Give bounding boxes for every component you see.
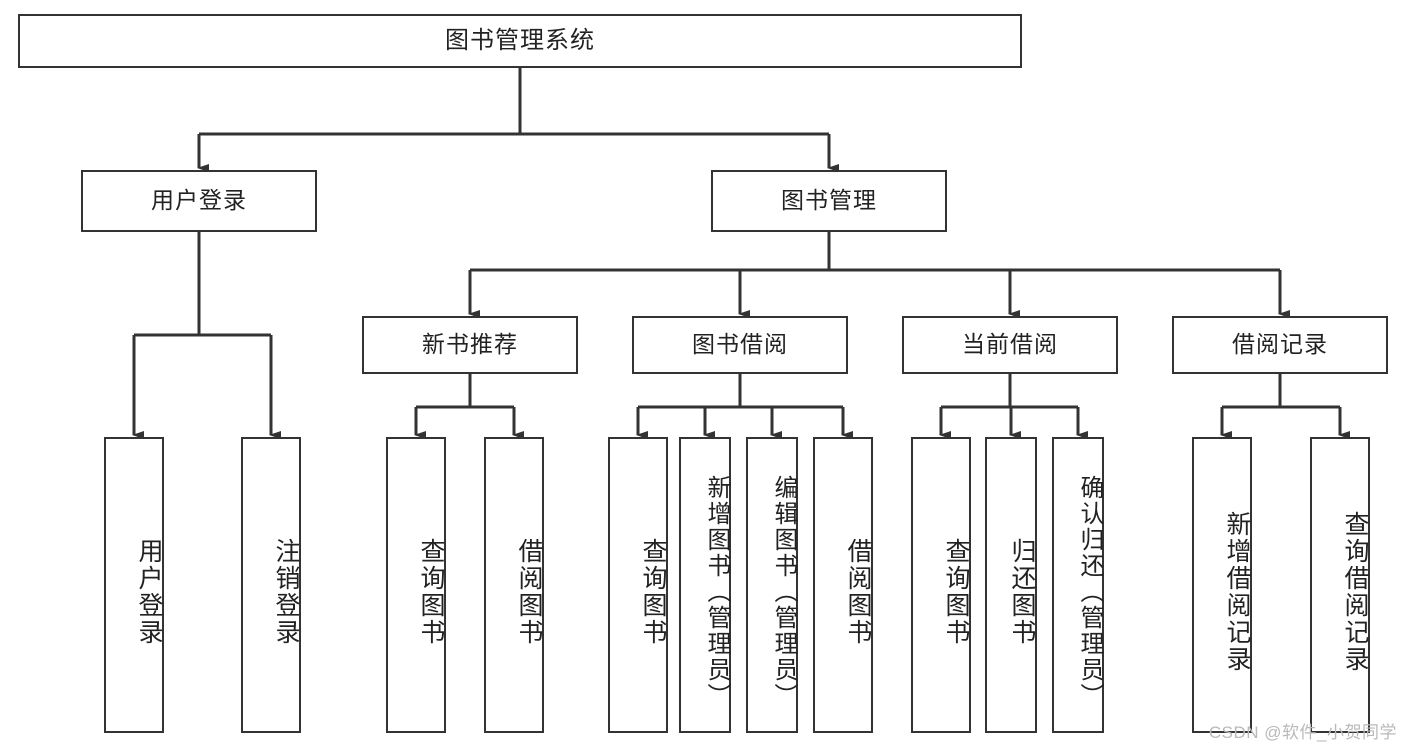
leaf-leaf-query-record[interactable]: 查询借阅记录	[1310, 437, 1370, 733]
leaf-leaf-borrow-book-label: 借阅图书	[844, 538, 872, 646]
node-current-borrow[interactable]: 当前借阅	[902, 316, 1118, 374]
leaf-leaf-logout-label: 注销登录	[272, 538, 300, 646]
leaf-leaf-edit-book-label: 编辑图书（管理员）	[770, 475, 797, 709]
node-user-login[interactable]: 用户登录	[81, 170, 317, 232]
edges-group	[132, 68, 1350, 439]
node-new-book-recommend[interactable]: 新书推荐	[362, 316, 578, 374]
leaf-leaf-add-record-label: 新增借阅记录	[1223, 511, 1251, 673]
node-new-book-recommend-label: 新书推荐	[422, 331, 518, 358]
leaf-leaf-query-book-borrow-label: 查询图书	[639, 538, 667, 646]
node-root-label: 图书管理系统	[445, 26, 595, 54]
leaf-leaf-query-book-rec-label: 查询图书	[417, 538, 445, 646]
node-root[interactable]: 图书管理系统	[18, 14, 1022, 68]
node-borrow-record[interactable]: 借阅记录	[1172, 316, 1388, 374]
leaf-leaf-user-login[interactable]: 用户登录	[104, 437, 164, 733]
leaf-leaf-return-book-label: 归还图书	[1008, 538, 1036, 646]
node-book-borrow-label: 图书借阅	[692, 331, 788, 358]
leaf-leaf-confirm-return-label: 确认归还（管理员）	[1076, 475, 1103, 709]
node-book-borrow[interactable]: 图书借阅	[632, 316, 848, 374]
leaf-leaf-query-book-cur-label: 查询图书	[942, 538, 970, 646]
leaf-leaf-query-book-borrow[interactable]: 查询图书	[608, 437, 668, 733]
leaf-leaf-query-book-rec[interactable]: 查询图书	[386, 437, 446, 733]
leaf-leaf-confirm-return[interactable]: 确认归还（管理员）	[1052, 437, 1104, 733]
node-book-manage-label: 图书管理	[781, 187, 877, 214]
node-book-manage[interactable]: 图书管理	[711, 170, 947, 232]
leaf-leaf-add-book-label: 新增图书（管理员）	[703, 475, 730, 709]
leaf-leaf-borrow-book-rec-label: 借阅图书	[515, 538, 543, 646]
leaf-leaf-return-book[interactable]: 归还图书	[985, 437, 1037, 733]
node-user-login-label: 用户登录	[151, 187, 247, 214]
leaf-leaf-query-record-label: 查询借阅记录	[1341, 511, 1369, 673]
leaf-leaf-edit-book[interactable]: 编辑图书（管理员）	[746, 437, 798, 733]
leaf-leaf-borrow-book[interactable]: 借阅图书	[813, 437, 873, 733]
leaf-leaf-borrow-book-rec[interactable]: 借阅图书	[484, 437, 544, 733]
node-borrow-record-label: 借阅记录	[1232, 331, 1328, 358]
leaf-leaf-logout[interactable]: 注销登录	[241, 437, 301, 733]
leaf-leaf-user-login-label: 用户登录	[135, 538, 163, 646]
leaf-leaf-add-record[interactable]: 新增借阅记录	[1192, 437, 1252, 733]
leaf-leaf-query-book-cur[interactable]: 查询图书	[911, 437, 971, 733]
leaf-leaf-add-book[interactable]: 新增图书（管理员）	[679, 437, 731, 733]
watermark-text: CSDN @软件_小贺同学	[1208, 723, 1397, 742]
node-current-borrow-label: 当前借阅	[962, 331, 1058, 358]
